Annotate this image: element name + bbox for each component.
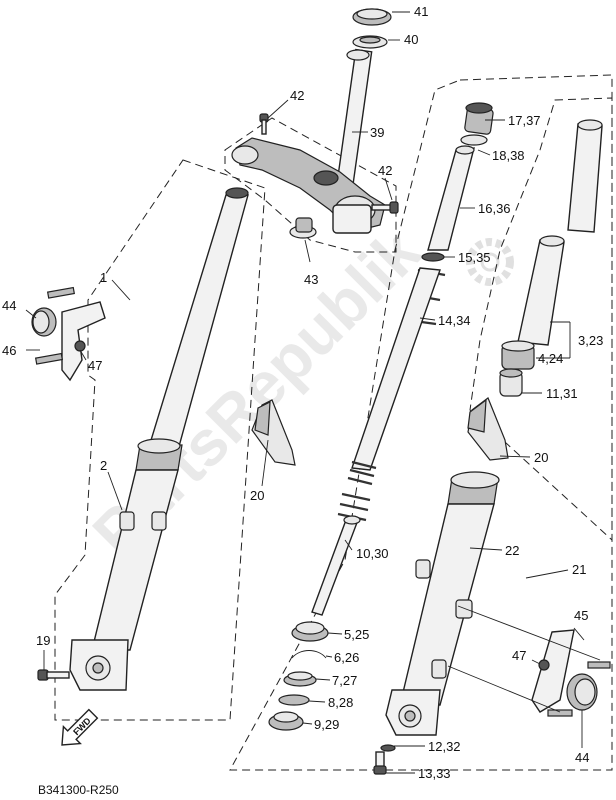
label-47-right: 47 xyxy=(512,648,526,663)
label-39: 39 xyxy=(370,125,384,140)
reflector-bracket-right xyxy=(531,629,611,717)
leader-lines xyxy=(25,11,601,774)
label-15-35: 15,35 xyxy=(458,250,491,265)
fwd-arrow-icon: FWD xyxy=(61,708,99,746)
label-20-right: 20 xyxy=(534,450,548,465)
label-14-34: 14,34 xyxy=(438,313,471,328)
label-16-36: 16,36 xyxy=(478,201,511,216)
label-12-32: 12,32 xyxy=(428,739,461,754)
spring-14 xyxy=(347,267,446,486)
bearing-41 xyxy=(352,8,392,26)
bolt-42-right xyxy=(371,201,399,214)
clip-6 xyxy=(291,650,327,659)
label-20-left: 20 xyxy=(250,488,264,503)
label-46: 46 xyxy=(2,343,16,358)
lower-bracket xyxy=(231,137,386,234)
label-18-38: 18,38 xyxy=(492,148,525,163)
label-44-right: 44 xyxy=(575,750,589,765)
damper-rod-10 xyxy=(311,492,371,616)
label-17-37: 17,37 xyxy=(508,113,541,128)
watermark-gear-icon xyxy=(466,238,514,286)
washer-8 xyxy=(278,694,310,706)
label-43: 43 xyxy=(304,272,318,287)
triple-clamp-outline xyxy=(224,117,397,253)
label-22: 22 xyxy=(505,543,519,558)
label-11-31: 11,31 xyxy=(546,386,578,401)
bolt-13 xyxy=(373,751,387,775)
fork-guard-20-right xyxy=(467,397,509,461)
label-7-27: 7,27 xyxy=(332,673,357,688)
cap-bolt-17 xyxy=(464,102,494,135)
label-2: 2 xyxy=(100,458,107,473)
label-8-28: 8,28 xyxy=(328,695,353,710)
label-45: 45 xyxy=(574,608,588,623)
label-6-26: 6,26 xyxy=(334,650,359,665)
oil-seal-5 xyxy=(291,621,329,642)
o-ring-18 xyxy=(460,134,488,146)
label-5-25: 5,25 xyxy=(344,627,369,642)
bush-11 xyxy=(499,368,523,397)
label-9-29: 9,29 xyxy=(314,717,339,732)
label-3-23: 3,23 xyxy=(578,333,603,348)
steering-stem-39 xyxy=(335,48,373,192)
label-42-upper: 42 xyxy=(290,88,304,103)
diagram-code: B341300-R250 xyxy=(38,783,119,797)
label-1: 1 xyxy=(100,270,107,285)
label-10-30: 10,30 xyxy=(356,546,389,561)
label-42-right: 42 xyxy=(378,163,392,178)
spacer-16 xyxy=(427,145,475,251)
bearing-race-40 xyxy=(352,35,388,49)
left-fork-bottom-case xyxy=(69,438,183,691)
bolt-42-upper xyxy=(259,113,269,135)
oil-seal-9 xyxy=(268,711,304,731)
label-40: 40 xyxy=(404,32,418,47)
slide-metal-4 xyxy=(501,340,535,370)
gasket-12 xyxy=(380,744,396,752)
label-47-left: 47 xyxy=(88,358,102,373)
washer-15 xyxy=(421,252,445,262)
reflector-bracket-left xyxy=(31,286,106,382)
label-44-left: 44 xyxy=(2,298,16,313)
bolt-19 xyxy=(37,669,70,681)
right-outer-tube-22 xyxy=(385,471,500,736)
label-41: 41 xyxy=(414,4,428,19)
label-19: 19 xyxy=(36,633,50,648)
label-21: 21 xyxy=(572,562,586,577)
part-labels: 41 40 42 39 42 43 1 44 46 47 2 20 19 17,… xyxy=(2,4,603,781)
nut-43 xyxy=(289,217,317,239)
label-13-33: 13,33 xyxy=(418,766,451,781)
fork-guard-20-left xyxy=(251,399,296,466)
label-4-24: 4,24 xyxy=(538,351,563,366)
inner-tube-3 xyxy=(517,119,603,346)
right-cartridge-outline xyxy=(469,97,613,542)
dust-seal-7 xyxy=(283,671,317,687)
left-fork-assembly-outline xyxy=(54,159,266,721)
